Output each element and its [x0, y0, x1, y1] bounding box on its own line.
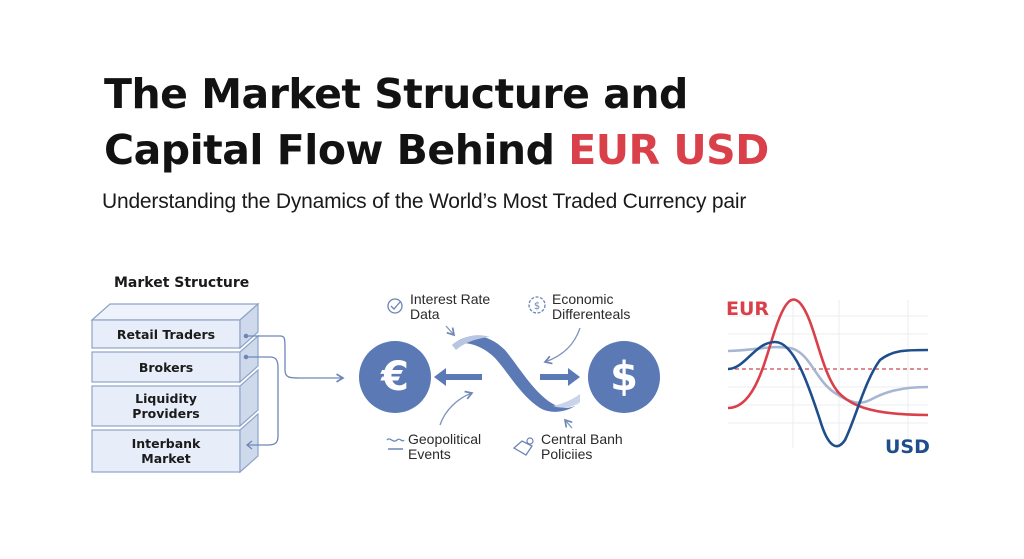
- title-accent: EUR USD: [568, 126, 769, 174]
- check-circle-icon: [387, 298, 403, 314]
- market-structure-title: Market Structure: [114, 275, 250, 291]
- title-prefix: Capital Flow Behind: [104, 126, 569, 174]
- dollar-icon: $: [610, 354, 638, 400]
- layer-label-interbank-market: Interbank Market: [92, 436, 240, 466]
- euro-icon: €: [381, 354, 409, 400]
- layer-retail-traders: [91, 302, 259, 350]
- document-icon: [512, 437, 534, 456]
- subtitle: Understanding the Dynamics of the World’…: [102, 190, 747, 213]
- dollar-gear-icon: $: [528, 296, 546, 314]
- layer-label-line: Liquidity: [135, 391, 197, 406]
- factor-geopolitical-events: Geopolitical Events: [408, 432, 481, 462]
- euro-circle: [359, 341, 431, 413]
- title-line-2: Capital Flow Behind EUR USD: [104, 122, 769, 178]
- series-usd: [727, 340, 929, 448]
- chart-label-eur: EUR: [726, 298, 770, 320]
- factor-line: Central Banh: [541, 431, 623, 447]
- factor-line: Geopolitical: [408, 431, 482, 447]
- factor-line: Events: [408, 446, 451, 462]
- factor-line: Economic: [552, 291, 614, 307]
- dollar-circle: [588, 341, 660, 413]
- factor-line: Differenteals: [552, 306, 631, 322]
- layer-interbank-market: [91, 412, 259, 474]
- series-blend: [727, 345, 929, 404]
- factor-line: Policiies: [541, 446, 593, 462]
- chart-label-usd: USD: [885, 436, 930, 458]
- capital-flow-diagram: $: [359, 296, 660, 456]
- svg-text:$: $: [534, 301, 540, 312]
- layer-liquidity-providers: [91, 368, 259, 428]
- flow-arrow: [279, 335, 345, 383]
- factor-line: Data: [410, 306, 440, 322]
- handshake-icon: [386, 438, 405, 450]
- factor-interest-rate-data: Interest Rate Data: [410, 292, 490, 322]
- factor-line: Interest Rate: [410, 291, 491, 307]
- layer-label-brokers: Brokers: [138, 360, 194, 375]
- page-title: The Market Structure and Capital Flow Be…: [104, 66, 769, 178]
- title-line-1: The Market Structure and: [104, 70, 688, 118]
- layer-label-line: Interbank: [131, 436, 201, 451]
- factor-central-bank-policies: Central Banh Policiies: [541, 432, 623, 462]
- layer-brokers: [91, 334, 259, 384]
- layer-label-line: Providers: [132, 406, 200, 421]
- series-eur: [727, 298, 929, 417]
- eur-usd-chart: [727, 298, 929, 448]
- market-structure-stack: [90, 302, 345, 474]
- layer-label-line: Market: [141, 451, 191, 466]
- layer-label-retail-traders: Retail Traders: [116, 327, 216, 342]
- layer-label-liquidity-providers: Liquidity Providers: [92, 391, 240, 421]
- factor-economic-differentials: Economic Differenteals: [552, 292, 630, 322]
